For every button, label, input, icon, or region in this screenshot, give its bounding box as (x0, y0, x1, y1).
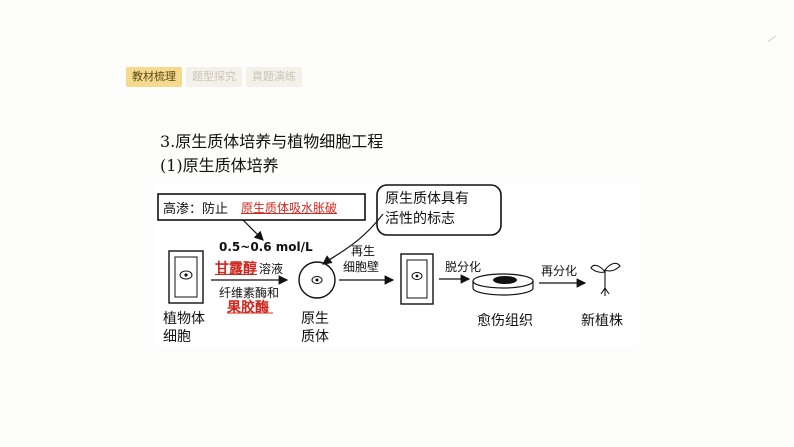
tab-question-types[interactable]: 题型探究 (186, 67, 242, 87)
regen-label-1: 再生 (351, 244, 376, 258)
seedling-icon (590, 262, 621, 296)
marker-box (376, 184, 502, 236)
new-plant-label: 新植株 (581, 313, 623, 329)
hypertonic-arrow (242, 219, 264, 241)
mannitol-label: 甘露醇 (215, 261, 257, 277)
cellulase-label: 纤维素酶和 (219, 286, 280, 300)
solution-label: 溶液 (259, 262, 284, 276)
diagram-graphics (157, 184, 621, 314)
plant-cell-nucleus (179, 270, 193, 280)
protoplast-label-2: 质体 (301, 329, 329, 345)
hypertonic-reason: 原生质体吸水胀破 (241, 201, 338, 215)
dediff-label: 脱分化 (445, 260, 482, 274)
regen-label-2: 细胞壁 (343, 260, 380, 274)
concentration-label: 0.5~0.6 mol/L (219, 240, 313, 254)
corner-decoration (767, 35, 779, 46)
section-title: 3.原生质体培养与植物细胞工程 (160, 132, 384, 151)
protoplast-label-1: 原生 (301, 311, 329, 327)
callus-label: 愈伤组织 (477, 313, 533, 329)
protoplast-circle (298, 261, 336, 299)
plant-cell-label-2: 细胞 (163, 329, 191, 345)
plant-cell-outer (168, 250, 204, 304)
tab-bar: 教材梳理 题型探究 真题演练 (126, 67, 302, 87)
protoplast-culture-diagram: 高渗：防止 原生质体吸水胀破 原生质体具有 活性的标志 0.5~0.6 mol/… (155, 184, 639, 346)
regen-cell-outer (400, 253, 434, 305)
plant-cell-label-1: 植物体 (163, 311, 205, 327)
tab-textbook-review[interactable]: 教材梳理 (126, 67, 182, 87)
rediff-label: 再分化 (541, 264, 578, 278)
sub-title: (1)原生质体培养 (160, 156, 279, 175)
plant-cell-inner (174, 256, 198, 298)
callus-blob (493, 276, 517, 284)
marker-box-text: 原生质体具有 活性的标志 (385, 191, 469, 227)
marker-arrow (322, 213, 384, 265)
tab-past-exams[interactable]: 真题演练 (246, 67, 302, 87)
hypertonic-box (157, 193, 366, 221)
pectinase-label: 果胶酶 (227, 300, 269, 316)
hypertonic-prefix: 高渗：防止 (163, 202, 229, 217)
